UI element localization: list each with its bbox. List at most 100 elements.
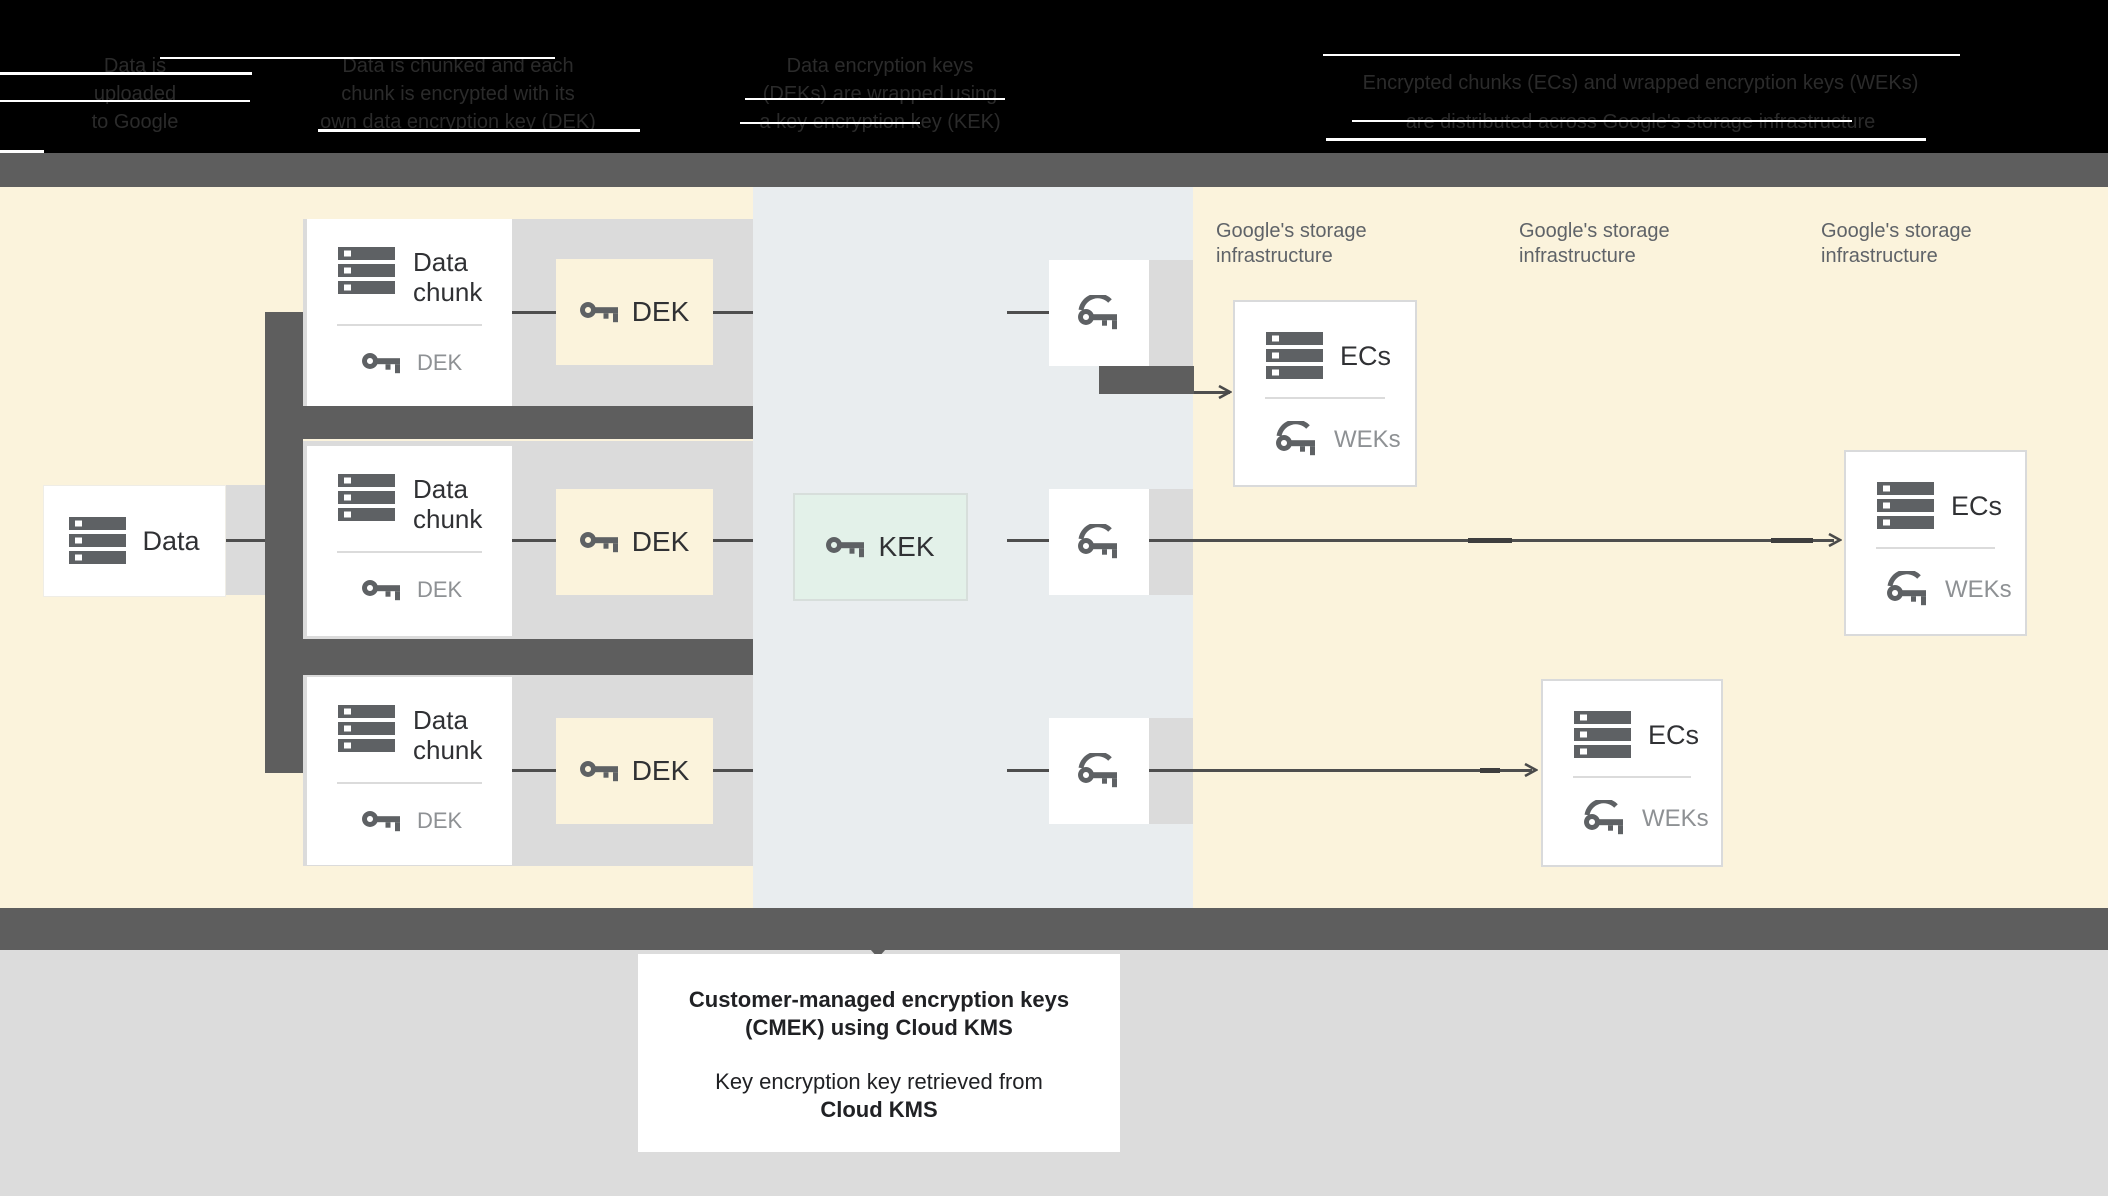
kek-label: KEK (878, 531, 935, 562)
connector-line (713, 539, 753, 542)
top-divider-bar (0, 153, 2108, 187)
caption-line: Data is (103, 55, 167, 77)
caption-chunking: Data is chunked and each chunk is encryp… (296, 52, 620, 136)
callout-body-line: Key encryption key retrieved from (715, 1069, 1043, 1094)
key-icon (362, 811, 400, 832)
connector-line (224, 539, 265, 542)
wrapped-key-strip (1149, 260, 1193, 366)
branch-bar (265, 639, 753, 675)
wrapped-key-icon (1078, 523, 1117, 558)
caption-upload: Data is uploaded to Google (60, 52, 210, 136)
header-streak (1323, 54, 1960, 56)
dek-box: DEK (556, 259, 713, 365)
ecs-box: ECs WEKs (1541, 679, 1723, 867)
divider (1265, 397, 1385, 399)
chunk-dek-label: DEK (417, 808, 463, 833)
ecs-label: ECs (1340, 340, 1392, 371)
callout-body-line: Cloud KMS (820, 1097, 938, 1122)
wrapped-key-icon (1584, 800, 1623, 835)
weks-label: WEKs (1642, 804, 1709, 832)
key-icon (826, 537, 865, 558)
header-streak (1352, 120, 1852, 122)
arrow-segment (1480, 768, 1500, 773)
storage-stack-icon (1877, 482, 1934, 529)
connector-line (1007, 311, 1049, 314)
kek-box: KEK (793, 493, 968, 601)
storage-stack-icon (338, 247, 395, 294)
weks-label: WEKs (1334, 425, 1401, 453)
divider (337, 324, 482, 326)
wrapped-key-box (1049, 718, 1149, 824)
caption-line: (DEKs) are wrapped using (762, 83, 998, 105)
divider (337, 551, 482, 553)
arrow-line (1149, 769, 1532, 772)
wrapped-key-icon (1887, 571, 1926, 606)
connector-line (512, 539, 556, 542)
dek-box: DEK (556, 489, 713, 595)
arrowhead-icon (1828, 532, 1842, 548)
arrowhead-icon (1218, 384, 1232, 400)
header-streak (0, 100, 250, 102)
divider (337, 782, 482, 784)
ecs-box: ECs WEKs (1844, 450, 2027, 636)
connector-line (713, 769, 753, 772)
caption-line: Data is chunked and each (342, 55, 574, 77)
divider (1573, 776, 1691, 778)
header-streak (745, 98, 1005, 100)
dek-label: DEK (631, 296, 690, 327)
dek-label: DEK (631, 755, 690, 786)
header-streak (740, 122, 920, 124)
connector-line (713, 311, 753, 314)
connector-line (1007, 539, 1049, 542)
bottom-divider-bar (0, 908, 2108, 950)
connector-line (512, 311, 556, 314)
header-streak (1326, 138, 1926, 141)
connector-line (512, 769, 556, 772)
storage-stack-icon (338, 474, 395, 521)
caption-distribution: Encrypted chunks (ECs) and wrapped encry… (1318, 64, 1963, 142)
header-streak (0, 150, 44, 153)
callout-box: Customer-managed encryption keys (CMEK) … (638, 954, 1120, 1152)
callout-pointer (870, 949, 886, 958)
dek-label: DEK (631, 526, 690, 557)
elbow-bar (1099, 366, 1194, 394)
storage-stack-icon (338, 705, 395, 752)
caption-line: chunk is encrypted with its (341, 83, 575, 105)
key-icon (362, 353, 400, 374)
chunk-dek-label: DEK (417, 577, 463, 602)
ecs-label: ECs (1951, 490, 2003, 521)
key-icon (579, 302, 618, 323)
wrapped-key-box (1049, 260, 1149, 366)
caption-line: own data encryption key (DEK) (320, 111, 596, 133)
connector-line (1007, 769, 1049, 772)
storage-stack-icon (1266, 332, 1323, 379)
header-streak (318, 129, 640, 132)
header-streak (0, 72, 252, 75)
divider (1876, 547, 1995, 549)
trunk-bar (265, 312, 303, 773)
storage-stack-icon (1574, 711, 1631, 758)
key-icon (579, 761, 618, 782)
wrapped-key-icon (1276, 421, 1315, 456)
header-band: Data is uploaded to Google Data is chunk… (0, 0, 2108, 153)
key-icon (362, 580, 400, 601)
wrapped-key-icon (1078, 752, 1117, 787)
ecs-box: ECs WEKs (1233, 300, 1417, 487)
caption-line: are distributed across Google's storage … (1405, 111, 1876, 133)
header-streak (160, 57, 555, 59)
key-icon (579, 532, 618, 553)
data-box-label: Data (142, 525, 200, 556)
caption-line: Data encryption keys (786, 55, 974, 77)
wrapped-key-icon (1078, 294, 1117, 329)
caption-line: Encrypted chunks (ECs) and wrapped encry… (1362, 72, 1919, 94)
caption-line: uploaded (93, 83, 177, 105)
wrapped-key-box (1049, 489, 1149, 595)
